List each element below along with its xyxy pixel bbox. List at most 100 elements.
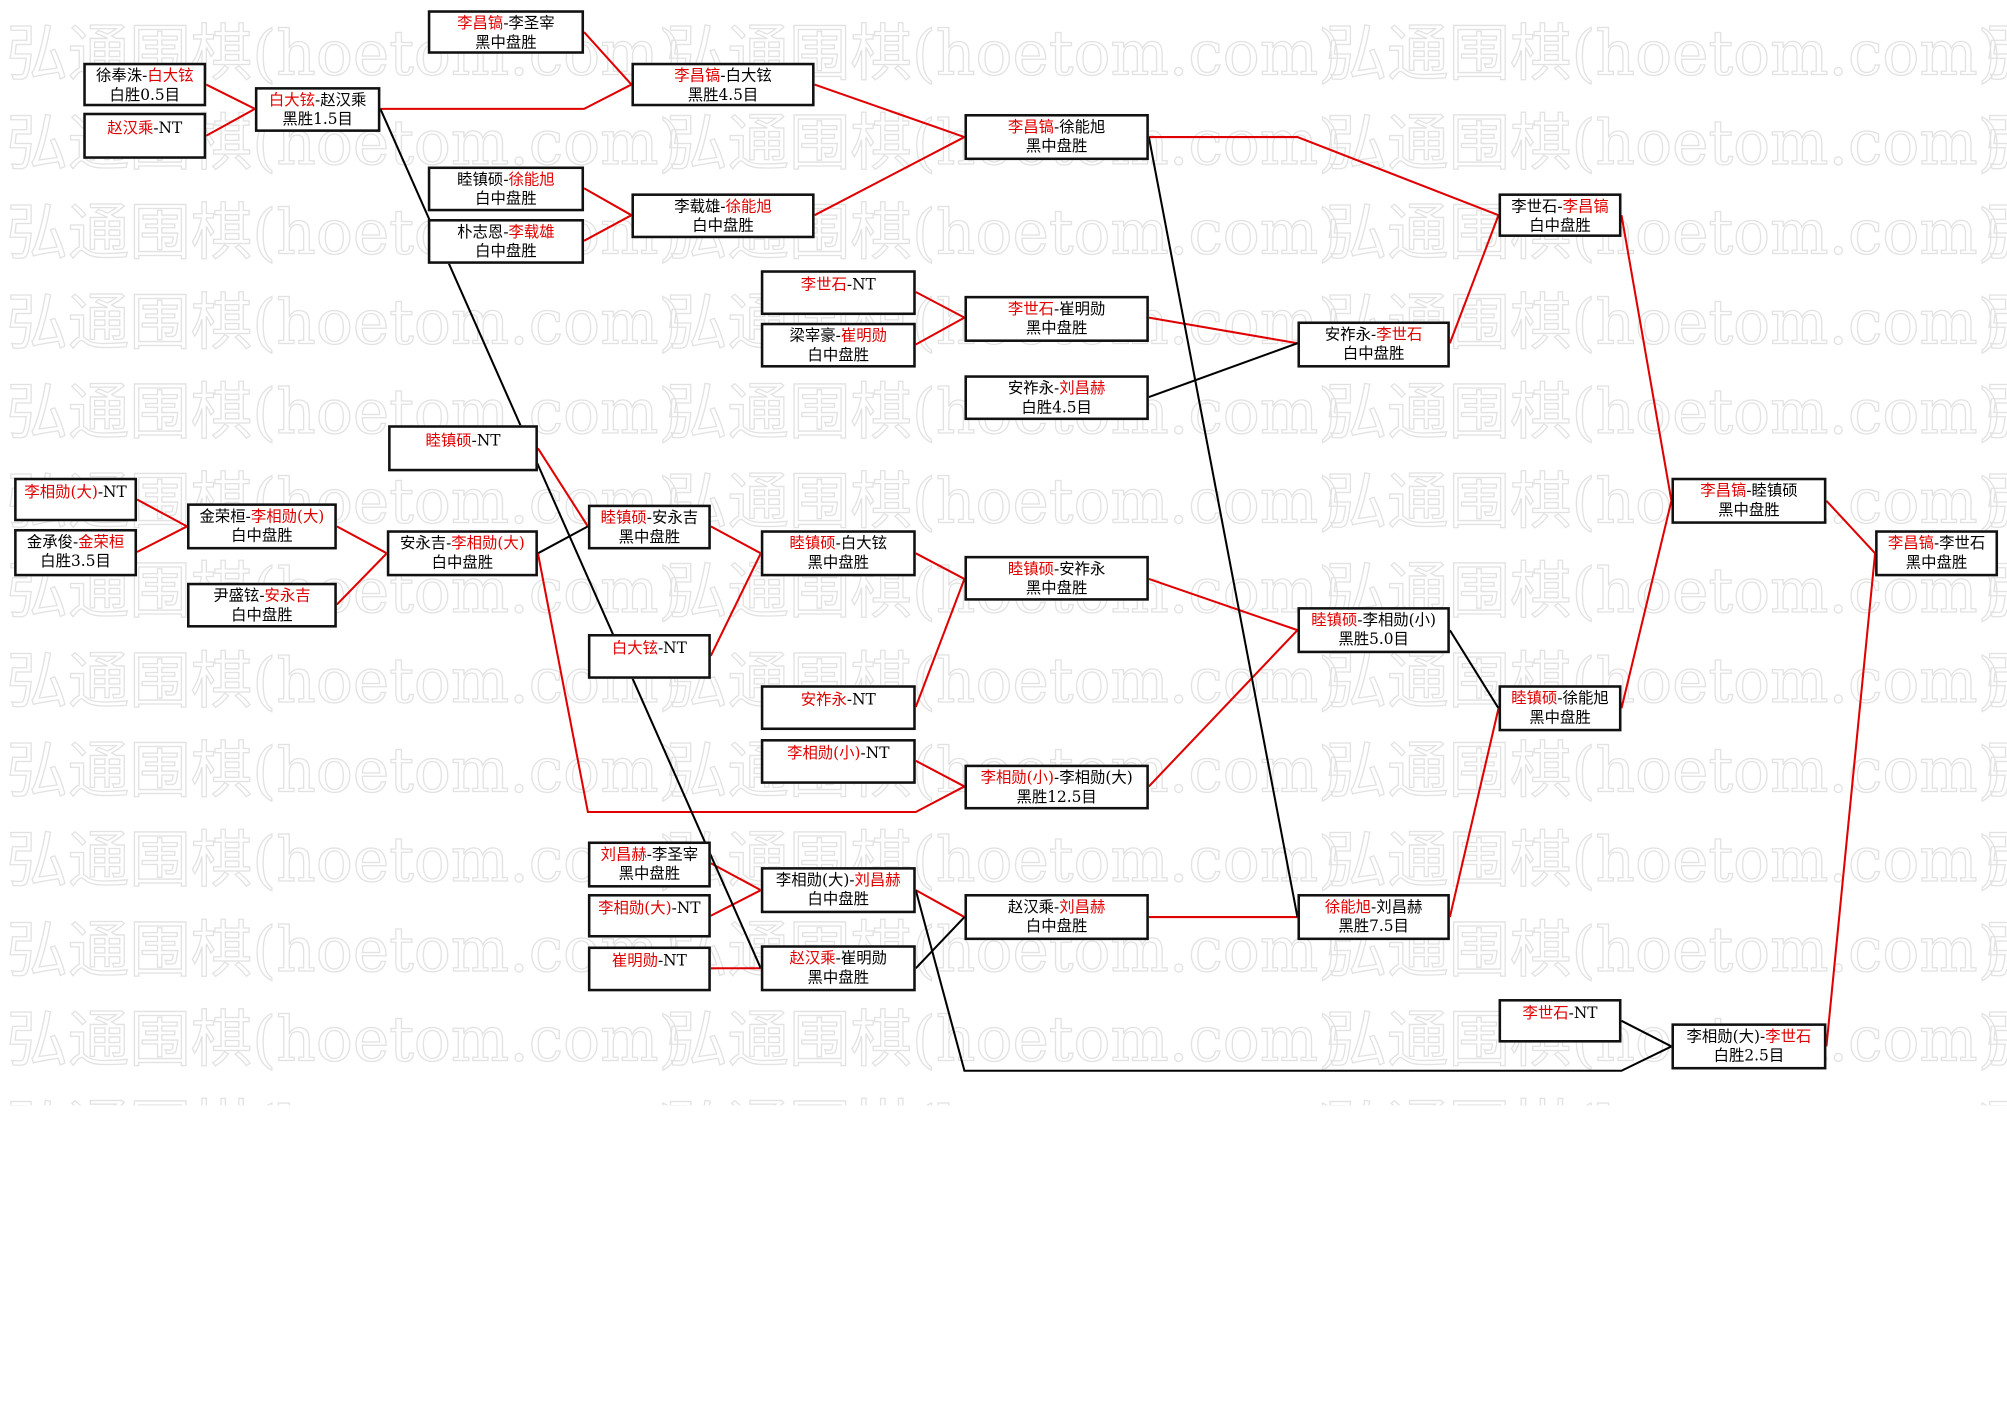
match-players: 李相勋(大)-NT — [17, 482, 135, 501]
match-players: 睦镇硕-安永吉 — [590, 508, 708, 527]
separator: - — [315, 90, 321, 109]
player-two: 徐能旭 — [725, 197, 772, 216]
player-one: 徐奉洙 — [95, 66, 143, 85]
match-players: 睦镇硕-李相勋(小) — [1300, 611, 1447, 630]
separator: - — [259, 586, 265, 605]
match-players: 白大铉-赵汉乘 — [257, 91, 377, 110]
player-two: 白大铉 — [840, 534, 888, 553]
match-box: 安永吉-李相勋(大)白中盘胜 — [386, 530, 538, 577]
player-one: 李昌镐 — [457, 14, 504, 33]
separator: - — [835, 949, 841, 968]
match-players: 睦镇硕-白大铉 — [763, 534, 913, 553]
player-one: 李世石 — [1511, 197, 1558, 216]
player-two: 李世石 — [1376, 325, 1423, 344]
match-result: 黑胜12.5目 — [1016, 787, 1097, 806]
match-players: 李世石-李昌镐 — [1501, 197, 1619, 216]
player-one: 尹盛铉 — [213, 586, 260, 605]
bracket-line — [915, 889, 965, 918]
match-result: 白中盘胜 — [431, 553, 494, 572]
player-two: 刘昌赫 — [1376, 897, 1423, 916]
match-result: 黑中盘胜 — [1025, 578, 1088, 597]
separator: - — [1357, 610, 1363, 629]
match-box: 李相勋(大)-刘昌赫白中盘胜 — [760, 867, 916, 914]
match-result: 白胜0.5目 — [109, 85, 181, 104]
bracket-line — [136, 525, 188, 553]
separator: - — [1054, 559, 1060, 578]
bracket-line — [1448, 214, 1500, 344]
match-players: 李相勋(小)-李相勋(大) — [967, 768, 1146, 787]
bracket-line — [710, 525, 762, 555]
match-box: 李昌镐-白大铉黑胜4.5目 — [631, 62, 815, 107]
match-result: 黑中盘胜 — [475, 33, 537, 52]
separator: - — [671, 898, 677, 917]
bracket-line — [1148, 577, 1298, 632]
match-result: 白中盘胜 — [807, 345, 870, 364]
match-result: 白胜4.5目 — [1021, 398, 1092, 417]
match-result: 白中盘胜 — [231, 605, 293, 624]
match-players: 睦镇硕-NT — [391, 431, 536, 450]
separator: - — [720, 66, 726, 85]
player-one: 安祚永 — [800, 690, 847, 709]
match-box: 赵汉乘-刘昌赫白中盘胜 — [964, 893, 1149, 941]
separator: - — [471, 430, 477, 449]
player-one: 赵汉乘 — [107, 118, 154, 137]
player-two: NT — [103, 482, 127, 501]
player-two: NT — [663, 639, 687, 658]
match-players: 朴志恩-李载雄 — [430, 223, 581, 242]
bracket-line — [537, 525, 589, 555]
player-two: 崔明勋 — [840, 326, 888, 345]
player-two: 李相勋(大) — [451, 534, 525, 553]
match-players: 李相勋(大)-NT — [590, 898, 708, 917]
match-players: 李相勋(大)-李世石 — [1674, 1027, 1824, 1046]
match-players: 睦镇硕-安祚永 — [967, 560, 1146, 579]
bracket-line — [1448, 629, 1500, 709]
match-box: 睦镇硕-安永吉黑中盘胜 — [587, 504, 711, 550]
match-box: 李相勋(小)-NT — [760, 739, 916, 784]
separator: - — [503, 14, 509, 33]
bracket-line — [1620, 214, 1673, 501]
player-one: 李相勋(大) — [775, 870, 850, 889]
separator: - — [153, 118, 159, 137]
match-players: 睦镇硕-徐能旭 — [430, 170, 581, 189]
match-players: 崔明勋-NT — [590, 952, 708, 971]
bracket-line — [1147, 136, 1299, 918]
player-two: 安永吉 — [651, 508, 699, 527]
player-two: 李相勋(小) — [1362, 610, 1437, 629]
bracket-line — [1448, 708, 1500, 918]
separator: - — [446, 534, 452, 553]
match-box: 李相勋(大)-NT — [587, 893, 711, 938]
match-box: 睦镇硕-徐能旭白中盘胜 — [427, 166, 585, 212]
player-one: 李相勋(小) — [787, 744, 861, 763]
separator: - — [1054, 299, 1060, 318]
match-box: 李世石-NT — [1498, 999, 1622, 1043]
bracket-line — [710, 862, 762, 892]
player-two: NT — [852, 690, 876, 709]
player-one: 李相勋(大) — [1686, 1027, 1760, 1046]
match-box: 李相勋(大)-李世石白胜2.5目 — [1671, 1023, 1827, 1070]
match-box: 刘昌赫-李圣宰黑中盘胜 — [587, 841, 711, 888]
separator: - — [1568, 1003, 1574, 1022]
player-one: 李相勋(大) — [598, 898, 672, 917]
separator: - — [1933, 534, 1940, 553]
player-one: 睦镇硕 — [457, 170, 504, 189]
separator: - — [846, 275, 853, 294]
bracket-line — [1620, 500, 1673, 709]
separator: - — [657, 639, 664, 658]
separator: - — [142, 66, 148, 85]
player-one: 金承俊 — [26, 532, 73, 551]
match-result: 白中盘胜 — [475, 189, 537, 208]
match-box: 睦镇硕-安祚永黑中盘胜 — [964, 555, 1149, 601]
player-one: 朴志恩 — [457, 222, 504, 241]
bracket-line — [1148, 629, 1299, 788]
bracket-line — [1148, 316, 1298, 345]
match-players: 李昌镐-白大铉 — [634, 67, 812, 86]
match-box: 李昌镐-李世石黑中盘胜 — [1875, 530, 1999, 577]
player-two: NT — [663, 951, 687, 970]
bracket-line — [1825, 500, 1876, 555]
match-box: 梁宰豪-崔明勋白中盘胜 — [760, 322, 916, 368]
match-players: 安祚永-李世石 — [1300, 325, 1447, 344]
player-two: NT — [1573, 1003, 1598, 1022]
player-two: 李载雄 — [508, 222, 555, 241]
match-box: 白大铉-赵汉乘黑胜1.5目 — [254, 87, 381, 132]
